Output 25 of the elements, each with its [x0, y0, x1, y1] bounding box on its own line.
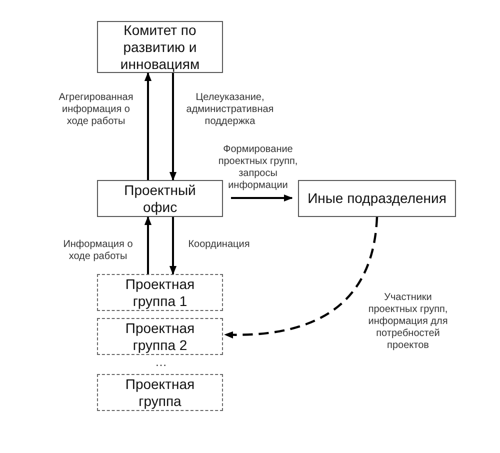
edge-label: Информация о ходе работы: [62, 239, 134, 263]
dashed-box: [97, 374, 223, 411]
arrow: [224, 216, 378, 338]
node-text: Проектная группа 1: [124, 276, 196, 310]
arrow: [169, 217, 177, 275]
process-box: [298, 180, 456, 217]
arrow: [144, 72, 152, 180]
edge-label: Агрегированная информация о ходе работы: [58, 92, 134, 128]
process-box: [97, 21, 223, 73]
dashed-box: [97, 318, 223, 355]
edge-label: Участники проектных групп, информация для потребностей проектов: [367, 292, 449, 352]
node-text: Проектная группа 2: [124, 320, 196, 354]
ellipsis-label: …: [154, 356, 168, 368]
edge-label: Координация: [187, 239, 251, 251]
arrow: [169, 73, 177, 181]
dashed-box: [97, 274, 223, 311]
node-text: Проектный офис: [123, 182, 197, 216]
edge-label: Целеуказание, административная поддержка: [185, 92, 275, 128]
arrow: [231, 194, 293, 202]
edge-label: Формирование проектных групп, запросы информации: [218, 144, 298, 192]
node-text: Проектная группа: [124, 376, 196, 410]
arrow: [144, 216, 152, 274]
node-text: Комитет по развитию и инновациям: [119, 22, 201, 72]
process-box: [97, 180, 223, 217]
node-text: Иные подразделения: [306, 190, 448, 207]
